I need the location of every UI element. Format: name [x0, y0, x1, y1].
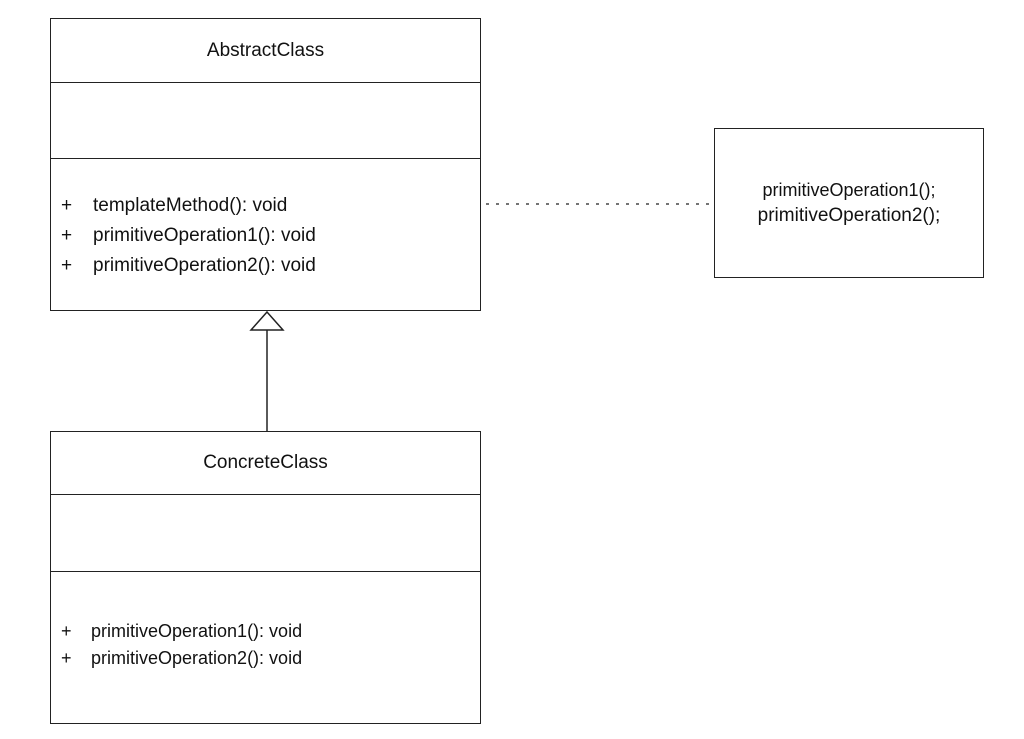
operation-signature: primitiveOperation1(): void: [91, 621, 303, 641]
operation-primitive-1: + primitiveOperation1(): void: [61, 618, 480, 645]
operation-signature: primitiveOperation1(): void: [93, 225, 316, 246]
operation-primitive-2: + primitiveOperation2(): void: [61, 645, 480, 672]
visibility-marker: +: [61, 648, 72, 668]
abstract-class-box[interactable]: AbstractClass + templateMethod(): void +…: [50, 18, 481, 311]
visibility-marker: +: [61, 225, 73, 246]
visibility-marker: +: [61, 195, 73, 216]
operation-signature: primitiveOperation2(): void: [91, 648, 303, 668]
visibility-marker: +: [61, 621, 72, 641]
concrete-class-attributes: [51, 494, 480, 571]
note-line-1: primitiveOperation1();: [762, 180, 936, 200]
concrete-class-name: ConcreteClass: [203, 452, 328, 473]
operation-signature: templateMethod(): void: [93, 195, 288, 216]
note-line-2: primitiveOperation2();: [757, 205, 941, 226]
operation-primitive-2: + primitiveOperation2(): void: [61, 251, 480, 281]
abstract-class-attributes: [51, 82, 480, 158]
implementation-note[interactable]: primitiveOperation1(); primitiveOperatio…: [714, 128, 984, 278]
operation-signature: primitiveOperation2(): void: [93, 255, 316, 276]
operation-primitive-1: + primitiveOperation1(): void: [61, 221, 480, 251]
concrete-class-operations: + primitiveOperation1(): void + primitiv…: [51, 571, 480, 723]
visibility-marker: +: [61, 255, 73, 276]
operation-template-method: + templateMethod(): void: [61, 191, 480, 221]
abstract-class-name: AbstractClass: [206, 39, 325, 61]
abstract-class-operations: + templateMethod(): void + primitiveOper…: [51, 158, 480, 310]
concrete-class-box[interactable]: ConcreteClass + primitiveOperation1(): v…: [50, 431, 481, 724]
inheritance-arrowhead: [249, 310, 285, 331]
